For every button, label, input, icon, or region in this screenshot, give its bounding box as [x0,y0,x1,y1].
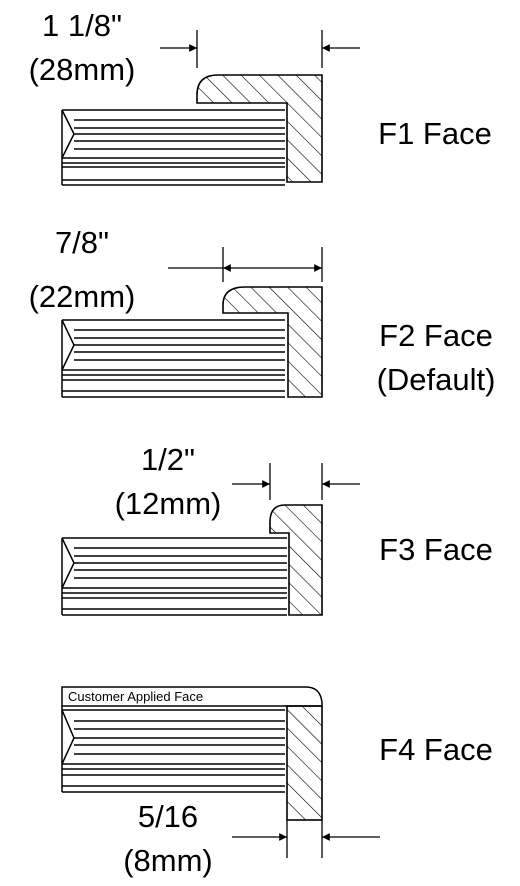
f1-dimension [160,30,360,68]
f4-dim-mm: (8mm) [123,843,213,878]
f2-dim-mm: (22mm) [29,279,136,314]
f2-face-sublabel: (Default) [377,362,496,397]
f4-face-profile [286,705,323,821]
f1-face-profile [196,74,323,183]
f4-applied-face-strip [61,686,323,707]
f4-dimension [232,820,380,858]
f3-box-side [61,537,287,616]
f4-face-label: F4 Face [379,732,493,767]
f3-section: 1/2" (12mm) F3 Face [61,442,493,616]
f3-dim-mm: (12mm) [115,486,222,521]
f4-dim-inch: 5/16 [138,799,198,834]
f4-section: Customer Applied Face 5/16 (8mm) F4 Face [61,686,493,878]
f2-face-profile [222,286,323,398]
f1-section: 1 1/8" (28mm) F1 Face [29,8,492,186]
f3-face-label: F3 Face [379,532,493,567]
f4-box-side [61,706,285,793]
f1-dim-mm: (28mm) [29,52,136,87]
f2-dimension [168,247,323,282]
f3-dim-inch: 1/2" [141,442,195,477]
f4-applied-face-label: Customer Applied Face [68,689,203,704]
f2-box-side [61,319,285,398]
f1-dim-inch: 1 1/8" [42,8,122,43]
f2-section: 7/8" (22mm) F2 Face (Default) [29,225,496,398]
f2-dim-inch: 7/8" [55,225,109,260]
f2-face-label: F2 Face [379,318,493,353]
f1-box-side [61,109,285,186]
f1-face-label: F1 Face [378,116,492,151]
f3-dimension [232,463,360,500]
f3-face-profile [269,504,323,616]
